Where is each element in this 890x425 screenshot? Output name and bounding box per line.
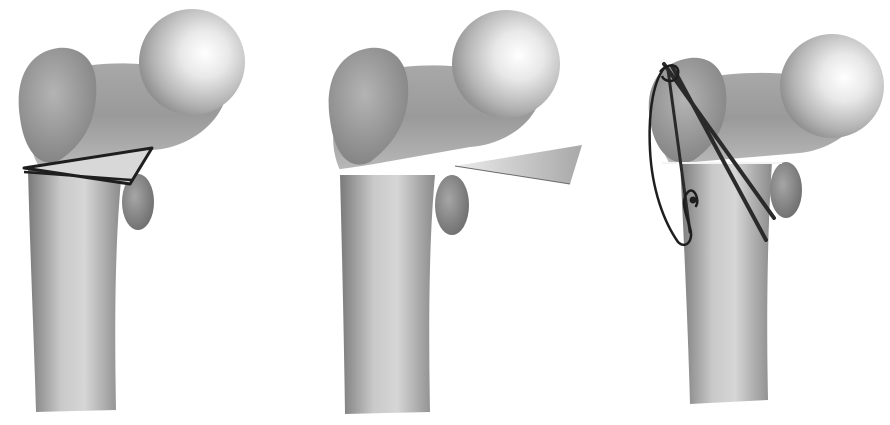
femoral-head: [139, 9, 245, 115]
lesser-trochanter: [770, 162, 802, 218]
lesser-trochanter: [435, 175, 469, 235]
panel-fixed-with-wires: [649, 34, 884, 404]
panel-osteotomy-marked: [19, 9, 245, 412]
femoral-head: [780, 34, 884, 138]
femur-shaft: [340, 175, 435, 414]
femoral-head: [452, 10, 560, 118]
femur-shaft: [28, 170, 122, 412]
wire-twist-knot: [690, 197, 697, 204]
removed-wedge: [455, 145, 582, 184]
panel-wedge-removed: [329, 10, 582, 414]
